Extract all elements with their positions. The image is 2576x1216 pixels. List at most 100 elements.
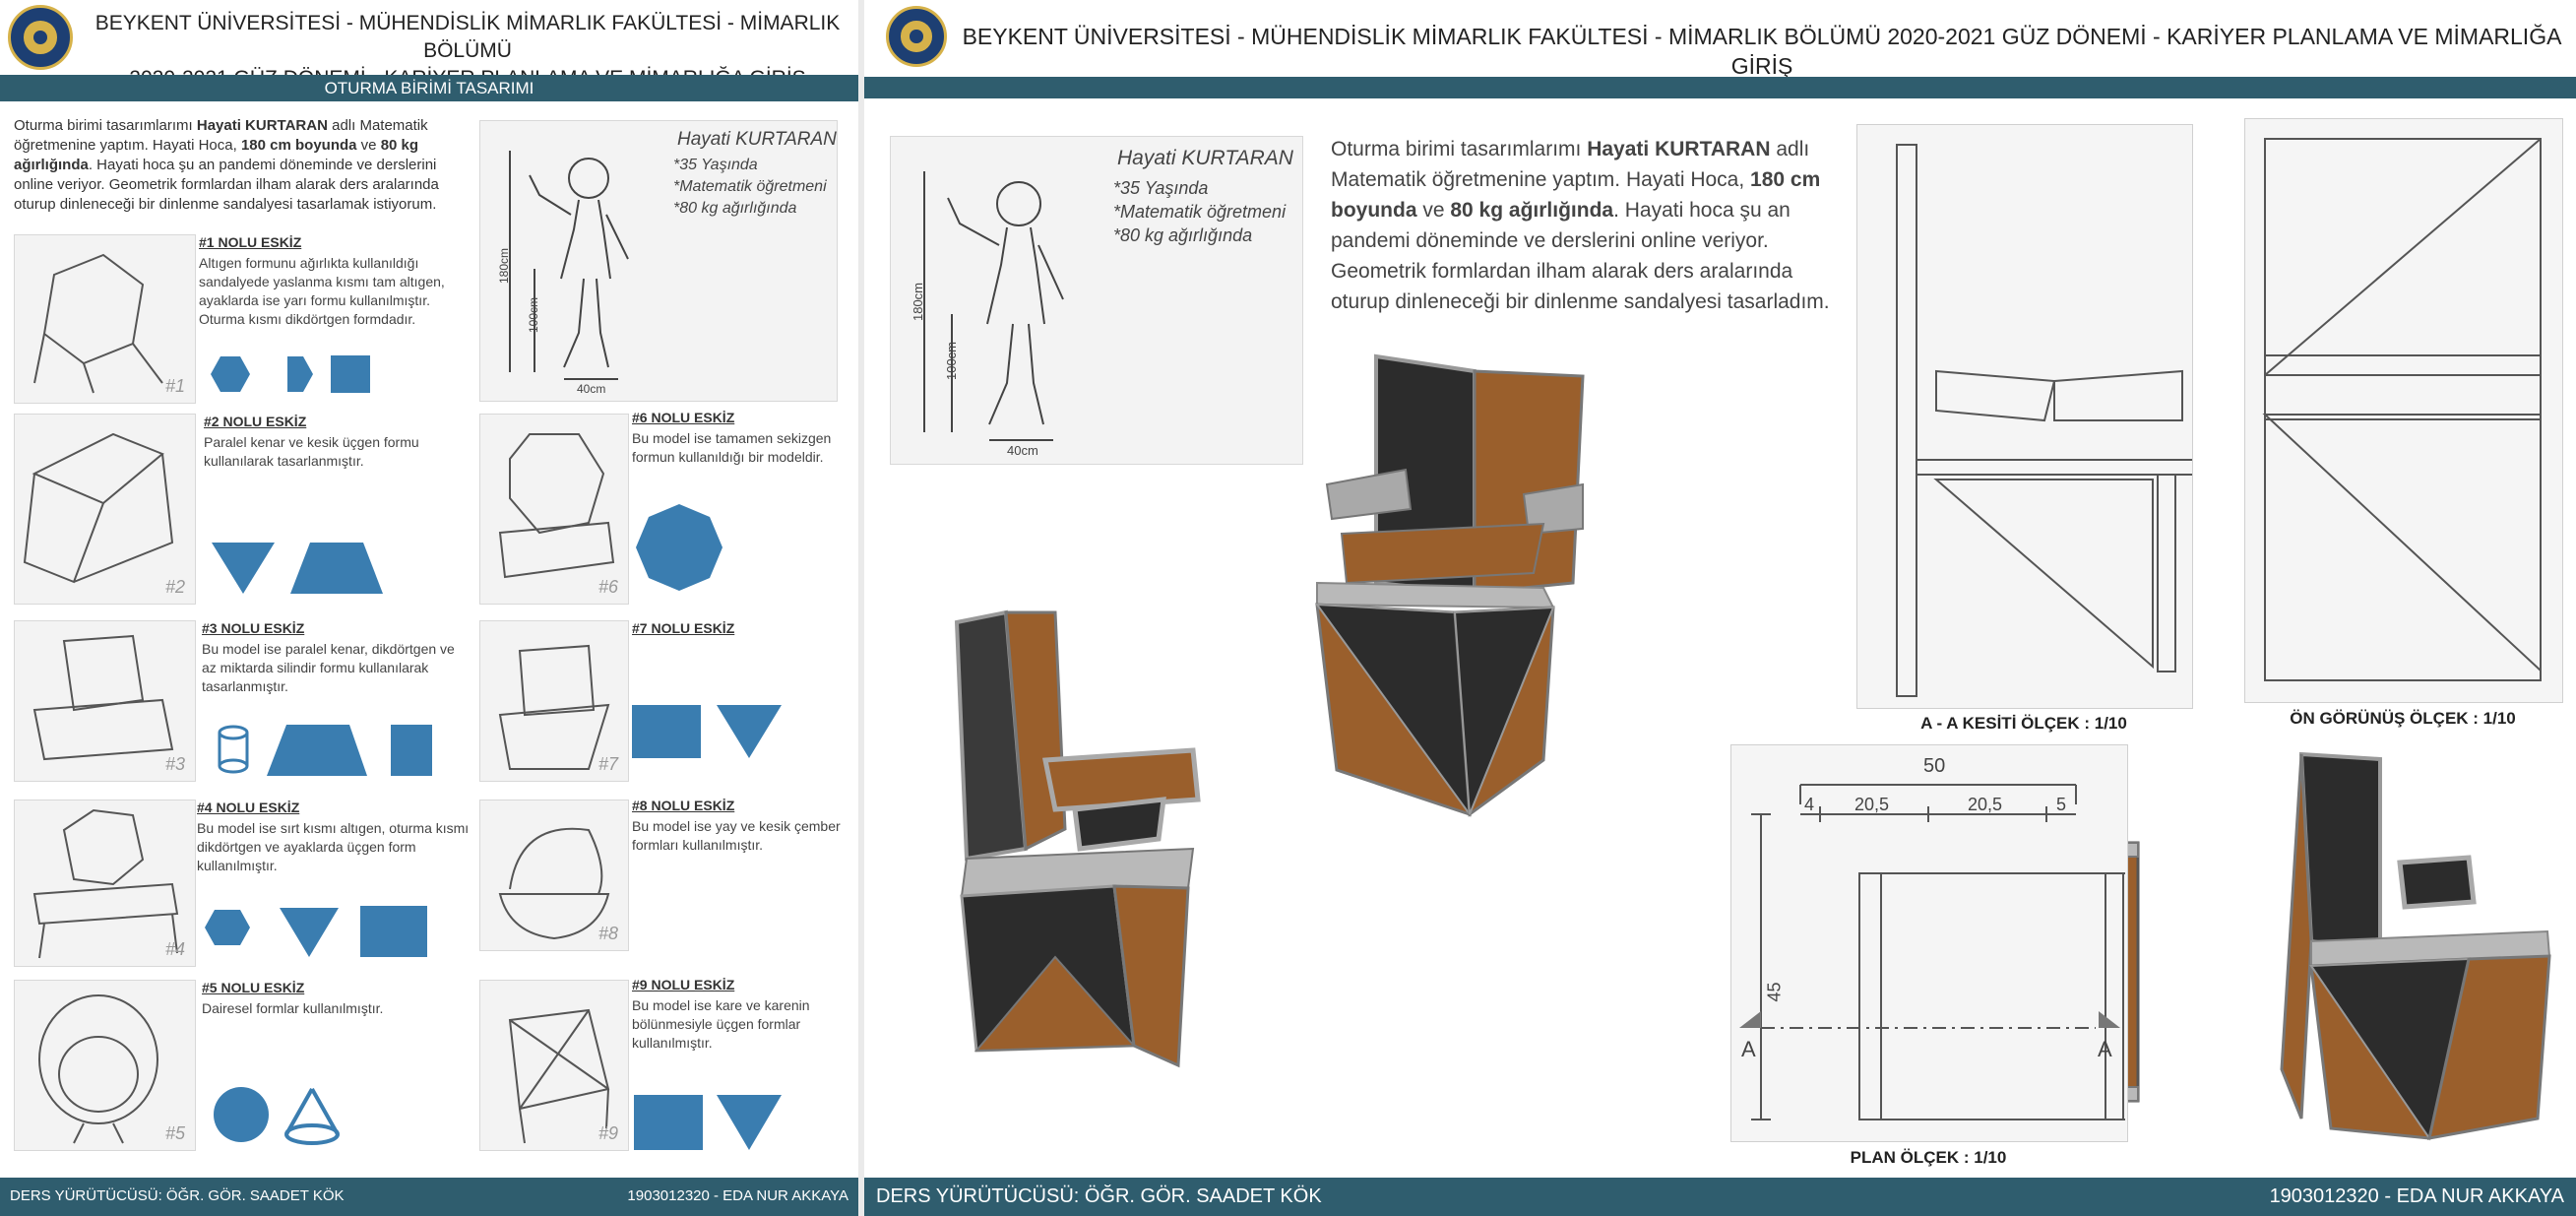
sketch-4-label: #4 NOLU ESKİZ [197,800,300,815]
sketch-3-shapes [218,725,432,776]
section-title: OTURMA BİRİMİ TASARIMI [324,79,534,97]
octagon-shape [636,504,723,591]
right-footer-bar: DERS YÜRÜTÜCÜSÜ: ÖĞR. GÖR. SAADET KÖK 19… [864,1178,2576,1216]
sketch-5-image: #5 [14,980,196,1151]
plan-drawing: 50 4 20,5 20,5 5 45 A A [1730,744,2128,1142]
caption-front-view: ÖN GÖRÜNÜŞ ÖLÇEK : 1/10 [2290,709,2516,728]
caption-plan: PLAN ÖLÇEK : 1/10 [1850,1148,2007,1167]
header-line-right: BEYKENT ÜNİVERSİTESİ - MÜHENDİSLİK MİMAR… [962,24,2562,79]
sketch-4-image: #4 [14,800,196,967]
person-width-dim-right: 40cm [1007,443,1038,458]
sketch-7-label: #7 NOLU ESKİZ [632,620,735,636]
triangle-shape-4 [717,1095,782,1150]
intro-right-text-4: . Hayati hoca şu an pandemi döneminde ve… [1331,199,1830,313]
header-line-1: BEYKENT ÜNİVERSİTESİ - MÜHENDİSLİK MİMAR… [94,12,841,62]
intro-bold-weight: 80 kg ağırlığında [14,137,419,173]
sketch-4-shapes [205,906,427,957]
sketch-8-label: #8 NOLU ESKİZ [632,798,735,813]
person-height-dim: 180cm [497,247,512,285]
chair-render-perspective [954,609,1201,1068]
sheet-divider [858,0,864,1216]
section-title-bar: OTURMA BİRİMİ TASARIMI [0,75,858,101]
sketch-2-shapes [212,543,383,594]
person-age-note: *35 Yaşında [673,157,758,173]
circle-shape [214,1087,269,1142]
cone-shape [284,1088,340,1145]
sketch-3-desc: Bu model ise paralel kenar, dikdörtgen v… [202,641,455,694]
plan-cut-label-left: A [1741,1037,1756,1061]
intro-right-text-2: adlı Matematik öğretmenine yaptım. Hayat… [1331,138,1810,191]
sketch-1-image: #1 [14,234,196,404]
sketch-9-shapes [634,1095,782,1150]
square-shape-2 [634,1095,703,1150]
square-shape [632,705,701,758]
triangle-shape-3 [717,705,782,758]
section-aa-drawing [1856,124,2193,709]
intro-text-2: adlı Matematik öğretmenine yaptım. Hayat… [14,117,428,154]
right-sheet: BEYKENT ÜNİVERSİTESİ - MÜHENDİSLİK MİMAR… [864,0,2576,1216]
sketch-9-desc: Bu model ise kare ve karenin bölünmesiyl… [632,997,810,1051]
sketch-3-image: #3 [14,620,196,782]
sketch-2-image: #2 [14,414,196,605]
person-weight-note: *80 kg ağırlığında [673,200,797,217]
caption-section-aa: A - A KESİTİ ÖLÇEK : 1/10 [1920,714,2127,733]
sketch-6-image: #6 [479,414,629,605]
parallelogram-shape [267,725,367,776]
sketch-8-desc: Bu model ise yay ve kesik çember formlar… [632,818,841,853]
intro-right-bold-name: Hayati KURTARAN [1587,138,1771,160]
sketch-7-number: #7 [597,754,618,774]
intro-text-4: . Hayati hoca şu an pandemi döneminde ve… [14,157,439,213]
university-logo [8,5,73,70]
half-hexagon-shape [287,356,313,392]
intro-right-text-1: Oturma birimi tasarımlarımı [1331,138,1588,160]
person-job-note-right: *Matematik öğretmeni [1113,202,1287,222]
plan-dim-depth: 45 [1764,982,1785,1002]
sketch-2-label: #2 NOLU ESKİZ [204,414,307,429]
sketch-6-shapes [636,504,723,591]
intro-paragraph-right: Oturma birimi tasarımlarımı Hayati KURTA… [1331,134,1833,317]
plan-cut-label-right: A [2098,1037,2112,1061]
intro-bold-height: 180 cm boyunda [240,137,357,154]
plan-dim-2: 20,5 [1854,795,1890,814]
sketch-6-desc: Bu model ise tamamen sekizgen formun kul… [632,430,832,465]
person-name-note-right: Hayati KURTARAN [1117,147,1293,169]
person-sketch: Hayati KURTARAN *35 Yaşında *Matematik ö… [479,120,838,402]
sketch-5-shapes [214,1087,340,1145]
rectangle-shape-2 [391,725,432,776]
plan-dim-4: 5 [2056,795,2067,814]
rectangle-shape-3 [360,906,427,957]
header-title-right: BEYKENT ÜNİVERSİTESİ - MÜHENDİSLİK MİMAR… [955,22,2569,81]
sketch-3-label: #3 NOLU ESKİZ [202,620,305,636]
person-weight-note-right: *80 kg ağırlığında [1113,225,1253,245]
plan-dim-total: 50 [1923,755,1946,777]
person-leg-dim: 100cm [527,296,541,334]
triangle-shape [212,543,275,594]
sketch-4-desc: Bu model ise sırt kısmı altıgen, oturma … [197,820,470,873]
person-width-dim: 40cm [577,382,606,396]
sketch-6-number: #6 [597,577,618,597]
hexagon-shape [211,356,250,392]
sketch-1-number: #1 [164,376,185,396]
person-leg-dim-right: 100cm [944,341,960,381]
person-name-note: Hayati KURTARAN [677,129,837,150]
left-sheet: BEYKENT ÜNİVERSİTESİ - MÜHENDİSLİK MİMAR… [0,0,858,1216]
person-drawing-right [923,171,1064,441]
intro-text-3: ve [356,137,381,154]
sketch-7-shapes [632,705,782,758]
cylinder-shape [218,725,249,774]
sketch-4-number: #4 [164,939,185,959]
sketch-6-label: #6 NOLU ESKİZ [632,410,735,425]
sketch-9-label: #9 NOLU ESKİZ [632,977,735,992]
sketch-1-desc: Altıgen formunu ağırlıkta kullanıldığı s… [199,255,445,327]
person-sketch-right: Hayati KURTARAN *35 Yaşında *Matematik ö… [890,136,1303,465]
instructor-label: DERS YÜRÜTÜCÜSÜ: ÖĞR. GÖR. SAADET KÖK [10,1187,345,1204]
trapezoid-shape [290,543,383,594]
person-drawing [509,151,629,380]
top-bar-right [864,77,2576,98]
sketch-2-desc: Paralel kenar ve kesik üçgen formu kulla… [204,434,419,469]
sketch-8-image: #8 [479,800,629,951]
sketch-2-number: #2 [164,577,185,597]
sketch-5-label: #5 NOLU ESKİZ [202,980,305,995]
intro-text-1: Oturma birimi tasarımlarımı [14,117,197,134]
intro-right-bold-weight: 80 kg ağırlığında [1450,199,1614,222]
